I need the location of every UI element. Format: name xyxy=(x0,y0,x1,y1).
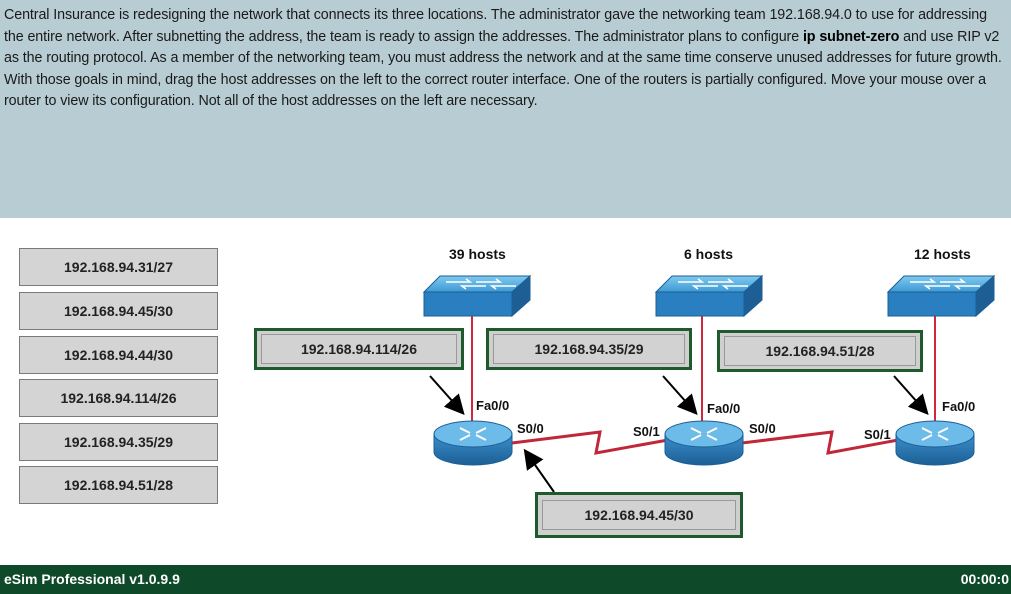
address-option-1[interactable]: 192.168.94.31/27 xyxy=(19,248,218,286)
drop-target-lan3-value: 192.168.94.51/28 xyxy=(724,336,916,366)
instructions-bold: ip subnet-zero xyxy=(802,28,900,45)
wan-link-r2-r3 xyxy=(741,430,899,455)
wan-link-r1-r2 xyxy=(511,430,669,455)
drop-target-wan-value: 192.168.94.45/30 xyxy=(542,500,736,530)
address-option-2[interactable]: 192.168.94.45/30 xyxy=(19,292,218,330)
instructions-panel: Central Insurance is redesigning the net… xyxy=(0,0,1011,218)
r2-s01-label: S0/1 xyxy=(633,424,660,439)
r3-fa-label: Fa0/0 xyxy=(942,399,976,414)
r2-fa-label: Fa0/0 xyxy=(707,401,741,416)
r1-s00-label: S0/0 xyxy=(517,421,544,436)
arrow-lan3 xyxy=(893,375,929,415)
lan2-hosts-label: 6 hosts xyxy=(684,246,734,262)
drop-target-lan2-value: 192.168.94.35/29 xyxy=(493,334,685,364)
arrow-lan2 xyxy=(662,375,698,415)
address-option-6[interactable]: 192.168.94.51/28 xyxy=(19,466,218,504)
switch-icon xyxy=(886,274,996,318)
instructions-text: Central Insurance is redesigning the net… xyxy=(4,7,1002,109)
router-icon[interactable] xyxy=(895,420,975,466)
router-icon[interactable] xyxy=(433,420,513,466)
status-bar: eSim Professional v1.0.9.9 00:00:0 xyxy=(0,565,1011,594)
r1-fa-label: Fa0/0 xyxy=(476,398,510,413)
drop-target-lan3[interactable]: 192.168.94.51/28 xyxy=(717,330,923,372)
timer: 00:00:0 xyxy=(960,571,1009,587)
lan1-hosts-label: 39 hosts xyxy=(449,246,506,262)
address-option-3[interactable]: 192.168.94.44/30 xyxy=(19,336,218,374)
app-title: eSim Professional v1.0.9.9 xyxy=(4,571,180,587)
r2-s00-label: S0/0 xyxy=(749,421,776,436)
address-option-4[interactable]: 192.168.94.114/26 xyxy=(19,379,218,417)
arrow-wan xyxy=(523,448,555,493)
switch-icon xyxy=(654,274,764,318)
switch-icon xyxy=(422,274,532,318)
drop-target-wan[interactable]: 192.168.94.45/30 xyxy=(535,492,743,538)
r3-s01-label: S0/1 xyxy=(864,427,891,442)
arrow-lan1 xyxy=(429,375,465,415)
router-icon[interactable] xyxy=(664,420,744,466)
drop-target-lan2[interactable]: 192.168.94.35/29 xyxy=(486,328,692,370)
drop-target-lan1-value: 192.168.94.114/26 xyxy=(261,334,457,364)
lan3-hosts-label: 12 hosts xyxy=(914,246,971,262)
drop-target-lan1[interactable]: 192.168.94.114/26 xyxy=(254,328,464,370)
address-option-5[interactable]: 192.168.94.35/29 xyxy=(19,423,218,461)
